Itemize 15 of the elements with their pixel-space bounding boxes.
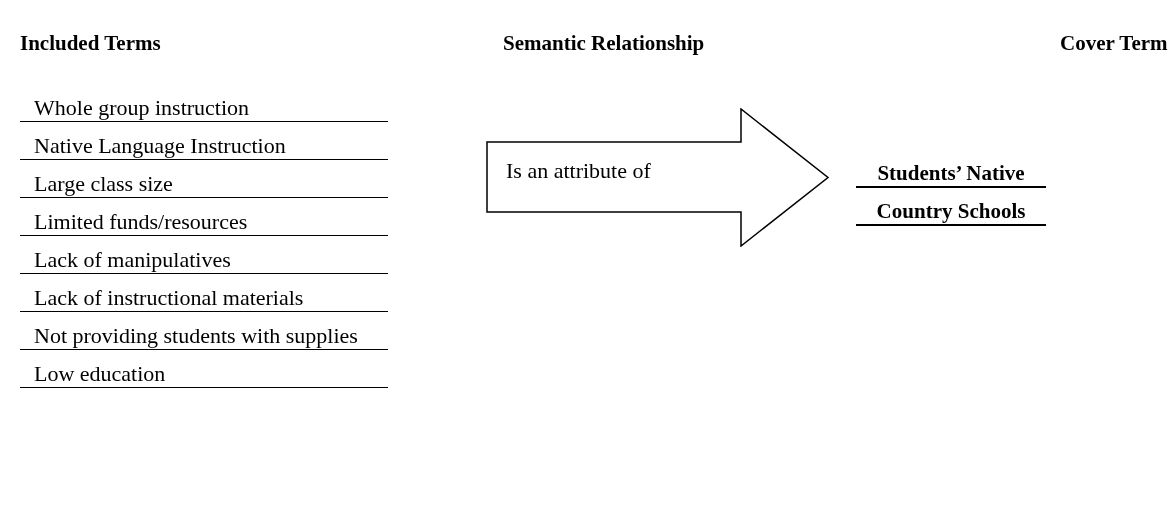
column-heading: Semantic Relationship [503,30,705,57]
underlined-term: Not providing students with supplies [20,323,388,350]
block-arrow [486,108,830,247]
underlined-term: Native Language Instruction [20,133,388,160]
cover-term: Country Schools [856,198,1046,226]
underlined-term: Lack of manipulatives [20,247,388,274]
underlined-term: Whole group instruction [20,95,388,122]
column-heading: Included Terms [20,30,161,57]
relationship-text: Is an attribute of [506,158,651,184]
underlined-term: Limited funds/resources [20,209,388,236]
cover-term: Students’ Native [856,160,1046,188]
column-heading: Cover Term [1060,30,1168,57]
underlined-term: Lack of instructional materials [20,285,388,312]
underlined-term: Low education [20,361,388,388]
underlined-term: Large class size [20,171,388,198]
